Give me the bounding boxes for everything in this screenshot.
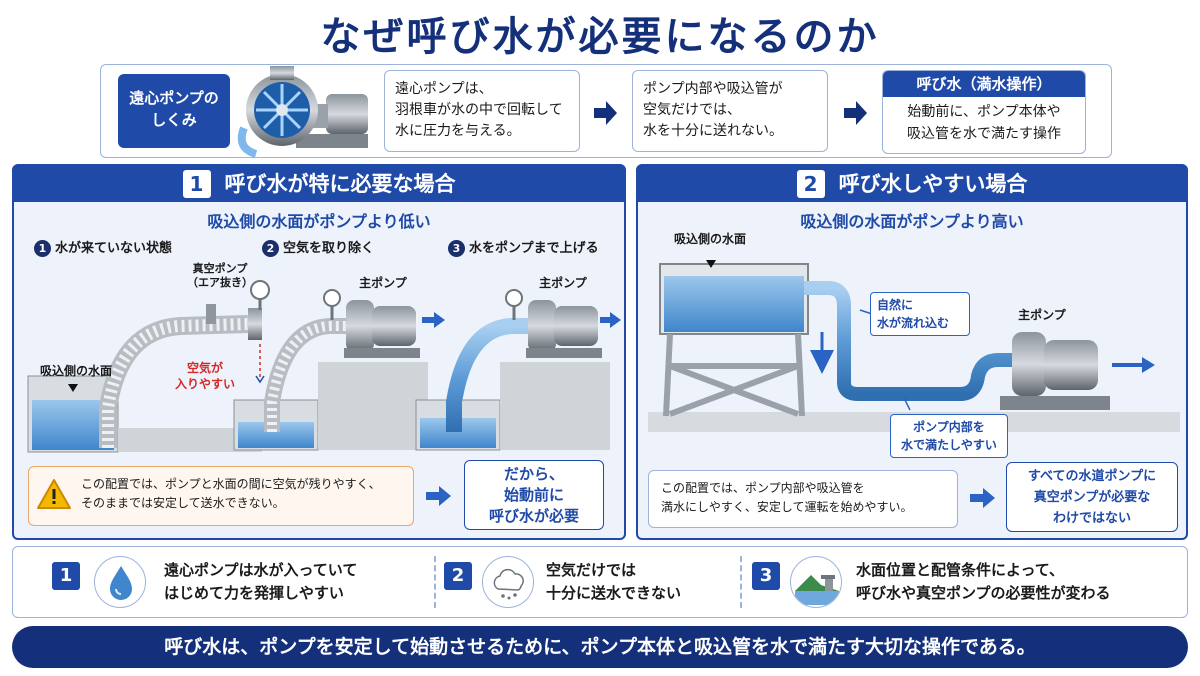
point-2-number: 2 xyxy=(444,562,472,590)
pill-line-1: 遠心ポンプの xyxy=(129,89,219,107)
main-pump-label-b: 主ポンプ xyxy=(539,276,587,290)
point-1-number: 1 xyxy=(52,562,80,590)
step-1-illustration xyxy=(27,280,270,453)
air-cloud-icon xyxy=(482,556,534,608)
step-2-number: 2 xyxy=(262,240,279,257)
fill-line-2: 水で満たしやすい xyxy=(901,438,997,452)
panel-1-subheading: 吸込側の水面がポンプより低い xyxy=(207,212,431,231)
step-3-illustration xyxy=(415,289,610,451)
easy-fill-callout: ポンプ内部を 水で満たしやすい xyxy=(890,414,1008,458)
divider xyxy=(434,556,436,608)
callout-right-line-1: すべての水道ポンプに xyxy=(1027,469,1157,484)
flow-arrow-icon xyxy=(422,312,445,328)
panel-2-header: 2 呼び水しやすい場合 xyxy=(638,166,1186,202)
key-points-bar xyxy=(12,546,1188,618)
pill-line-2: しくみ xyxy=(151,111,197,129)
natural-inflow-callout: 自然に 水が流れ込む xyxy=(870,292,970,336)
step-1-text: 水が来ていない状態 xyxy=(55,241,173,256)
box2-line-3: 水を十分に送れない。 xyxy=(643,123,783,139)
flow-line-2: 水が流れ込む xyxy=(877,316,950,330)
point-1-text: 遠心ポンプは水が入っていて はじめて力を発揮しやすい xyxy=(164,559,424,605)
water-drop-icon xyxy=(94,556,146,608)
point-1-line-2: はじめて力を発揮しやすい xyxy=(164,584,344,602)
left-warning-note: この配置では、ポンプと水面の間に空気が残りやすく、 そのままでは安定して送水でき… xyxy=(28,466,414,526)
main-pump-label-right: 主ポンプ xyxy=(1018,308,1066,322)
vacuum-pump-label: 真空ポンプ （エア抜き） xyxy=(178,262,262,290)
warning-icon xyxy=(37,479,71,509)
vacuum-line-2: （エア抜き） xyxy=(187,276,253,289)
vacuum-line-1: 真空ポンプ xyxy=(192,262,248,275)
arrow-right-icon xyxy=(844,101,867,125)
air-line-1: 空気が xyxy=(186,361,223,375)
panel-2-number: 2 xyxy=(796,170,825,198)
box2-line-1: ポンプ内部や吸込管が xyxy=(643,81,783,97)
right-info-note: この配置では、ポンプ内部や吸込管を 満水にしやすく、安定して運転を始めやすい。 xyxy=(648,470,958,528)
callout-left-line-1: だから、 xyxy=(503,465,564,483)
point-1-line-1: 遠心ポンプは水が入っていて xyxy=(164,561,358,579)
point-3-line-1: 水面位置と配管条件によって、 xyxy=(856,561,1065,579)
panel-1-heading: 呼び水が特に必要な場合 xyxy=(224,172,456,196)
step-2-label: 2 空気を取り除く xyxy=(262,237,374,257)
air-enters-label: 空気が 入りやすい xyxy=(170,360,240,392)
step-3-label: 3 水をポンプまで上げる xyxy=(448,237,599,257)
point-3-text: 水面位置と配管条件によって、 呼び水や真空ポンプの必要性が変わる xyxy=(856,559,1176,605)
main-pump-label-a: 主ポンプ xyxy=(359,276,407,290)
flow-line-1: 自然に xyxy=(877,298,914,312)
callout-left-line-3: 呼び水が必要 xyxy=(488,507,579,525)
centrifugal-pump-illustration xyxy=(237,66,368,158)
point-2-text: 空気だけでは 十分に送水できない xyxy=(546,559,746,605)
right-note-line-2: 満水にしやすく、安定して運転を始めやすい。 xyxy=(661,500,913,514)
priming-needed-callout: だから、 始動前に 呼び水が必要 xyxy=(464,460,604,530)
flow-arrow-icon xyxy=(1112,357,1155,373)
callout-left-line-2: 始動前に xyxy=(503,486,564,504)
right-note-line-1: この配置では、ポンプ内部や吸込管を xyxy=(661,481,865,495)
panel-1-header: 1 呼び水が特に必要な場合 xyxy=(14,166,624,202)
point-2-line-1: 空気だけでは xyxy=(546,561,637,579)
air-problem-box: ポンプ内部や吸込管が 空気だけでは、 水を十分に送れない。 xyxy=(632,70,828,152)
step-2-illustration xyxy=(233,289,428,451)
step-3-number: 3 xyxy=(448,240,465,257)
callout-right-line-2: 真空ポンプが必要な xyxy=(1033,490,1151,505)
left-note-line-2: そのままでは安定して送水できない。 xyxy=(81,496,285,510)
impeller-description-box: 遠心ポンプは、 羽根車が水の中で回転して 水に圧力を与える。 xyxy=(384,70,580,152)
panel-1-number: 1 xyxy=(182,170,211,198)
air-line-2: 入りやすい xyxy=(174,377,235,391)
box1-line-1: 遠心ポンプは、 xyxy=(395,81,493,97)
box1-line-2: 羽根車が水の中で回転して xyxy=(395,102,563,118)
box2-line-2: 空気だけでは、 xyxy=(643,102,741,118)
not-all-need-vacuum-callout: すべての水道ポンプに 真空ポンプが必要な わけではない xyxy=(1006,462,1178,532)
point-2-line-2: 十分に送水できない xyxy=(546,584,682,602)
point-3-number: 3 xyxy=(752,562,780,590)
panel-2-heading: 呼び水しやすい場合 xyxy=(838,172,1028,196)
point-3-line-2: 呼び水や真空ポンプの必要性が変わる xyxy=(856,584,1111,602)
panel-2-subheading: 吸込側の水面がポンプより高い xyxy=(800,212,1024,231)
step-1-label: 1 水が来ていない状態 xyxy=(34,237,172,257)
elevated-tank-illustration xyxy=(648,260,1180,432)
centrifugal-pump-label: 遠心ポンプの しくみ xyxy=(118,74,230,148)
step-1-number: 1 xyxy=(34,240,51,257)
page-title: なぜ呼び水が必要になるのか xyxy=(320,14,880,60)
arrow-right-icon xyxy=(594,101,617,125)
priming-title: 呼び水（満水操作） xyxy=(883,71,1085,97)
arrow-right-icon xyxy=(970,488,995,508)
box3-line-1: 始動前に、ポンプ本体や xyxy=(907,104,1061,120)
terrain-pump-icon xyxy=(790,556,842,608)
box1-line-3: 水に圧力を与える。 xyxy=(395,123,521,139)
left-note-line-1: この配置では、ポンプと水面の間に空気が残りやすく、 xyxy=(81,477,381,491)
flow-arrow-icon xyxy=(600,312,621,328)
suction-water-surface-label-right: 吸込側の水面 xyxy=(673,232,746,246)
arrow-right-icon xyxy=(426,486,451,506)
box3-line-2: 吸込管を水で満たす操作 xyxy=(907,126,1061,142)
step-2-text: 空気を取り除く xyxy=(283,241,375,256)
divider xyxy=(740,556,742,608)
suction-water-surface-label-left: 吸込側の水面 xyxy=(39,364,112,378)
step-3-text: 水をポンプまで上げる xyxy=(469,241,599,256)
summary-banner: 呼び水は、ポンプを安定して始動させるために、ポンプ本体と吸込管を水で満たす大切な… xyxy=(12,626,1188,668)
priming-definition-box: 呼び水（満水操作） 始動前に、ポンプ本体や 吸込管を水で満たす操作 xyxy=(882,70,1086,154)
callout-right-line-3: わけではない xyxy=(1052,511,1131,526)
fill-line-1: ポンプ内部を xyxy=(913,420,985,434)
